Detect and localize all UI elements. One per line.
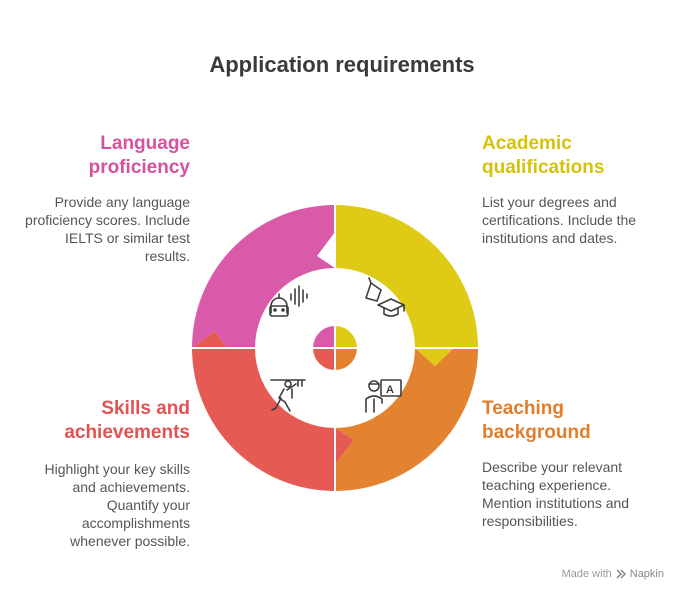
- language-proficiency-heading: Language proficiency: [88, 133, 190, 178]
- academic-qualifications-heading: Academic qualifications: [482, 133, 605, 178]
- made-with-napkin-footer[interactable]: Made with Napkin: [562, 568, 664, 580]
- ring-segment-teaching: [335, 348, 478, 491]
- academic-qualifications-description: List your degrees and certifications. In…: [482, 194, 637, 246]
- ring-segment-academic: [335, 205, 478, 366]
- page-title: Application requirements: [209, 52, 475, 77]
- language-proficiency-description: Provide any language proficiency scores.…: [25, 194, 190, 264]
- ring-segment-language: [192, 205, 335, 348]
- graduation-cap-icon: [365, 277, 405, 317]
- made-with-label: Made with: [561, 568, 612, 580]
- napkin-brand: Napkin: [629, 568, 664, 580]
- teacher-board-icon: A: [365, 379, 402, 413]
- center-quadrant-icon: [313, 326, 357, 370]
- skills-achievements-heading: Skills and achievements: [64, 398, 190, 443]
- teaching-background-heading: Teaching background: [482, 398, 591, 443]
- robot-speaking-icon: [269, 285, 308, 317]
- skills-achievements-description: Highlight your key skills and achievemen…: [44, 461, 191, 549]
- ring-segment-skills: [192, 331, 354, 491]
- svg-text:A: A: [386, 384, 394, 396]
- teaching-background-description: Describe your relevant teaching experien…: [482, 459, 630, 529]
- napkin-logo-icon: [616, 569, 626, 579]
- trophy-climber-icon: [270, 379, 306, 412]
